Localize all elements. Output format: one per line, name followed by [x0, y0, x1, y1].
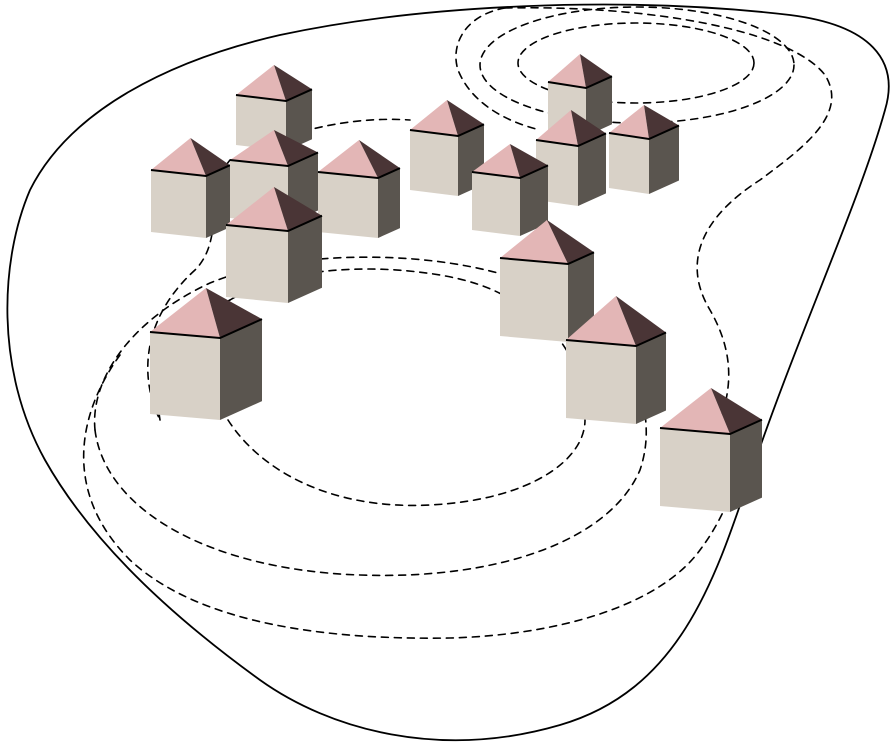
roof-side — [644, 105, 679, 139]
house-8 — [608, 105, 680, 194]
roof-front — [660, 388, 730, 434]
house-6 — [409, 100, 485, 196]
roof-eave — [535, 132, 607, 148]
roof-side — [190, 138, 230, 176]
roof-side — [359, 140, 400, 178]
wall-front — [660, 428, 730, 512]
houses-layer — [149, 54, 763, 512]
wall-front — [226, 225, 288, 303]
contour-upper-band-left — [455, 7, 541, 131]
wall-front — [318, 172, 378, 238]
wall-front — [472, 172, 520, 236]
house-14 — [659, 388, 763, 512]
wall-side — [568, 252, 594, 342]
wall-front — [410, 130, 458, 196]
roof-eave — [499, 251, 595, 266]
roof-front — [566, 296, 636, 346]
roof-front — [472, 144, 520, 178]
house-10 — [225, 187, 323, 303]
roof-side — [711, 388, 762, 434]
wall-front — [566, 340, 636, 424]
roof-eave — [235, 88, 313, 103]
house-13 — [565, 296, 667, 424]
wall-side — [220, 319, 262, 420]
contour-upper-band — [504, 6, 833, 421]
contour-basin-inner-top — [229, 268, 521, 306]
roof-front — [151, 138, 206, 176]
roof-side — [274, 65, 312, 101]
house-11 — [499, 220, 595, 342]
roof-eave — [149, 318, 263, 340]
wall-side — [586, 76, 612, 136]
wall-side — [378, 168, 400, 238]
wall-front — [150, 332, 220, 420]
contour-basin-middle-bottom — [94, 409, 648, 577]
roof-eave — [565, 331, 667, 348]
wall-side — [286, 89, 312, 151]
wall-front — [500, 258, 568, 342]
roof-front — [536, 110, 578, 146]
roof-front — [609, 105, 649, 139]
wall-side — [578, 133, 606, 206]
region-boundary — [6, 3, 890, 742]
roof-eave — [229, 151, 319, 168]
contour-peak-middle — [479, 6, 795, 124]
house-5 — [317, 140, 401, 238]
contour-peak-inner — [517, 22, 755, 104]
roof-side — [274, 187, 322, 231]
wall-side — [520, 165, 548, 236]
roof-eave — [225, 214, 323, 233]
wall-side — [636, 332, 666, 424]
roof-front — [226, 187, 288, 231]
roof-front — [318, 140, 378, 178]
wall-front — [609, 133, 649, 194]
roof-front — [548, 54, 586, 88]
roof-front — [500, 220, 568, 264]
house-9 — [471, 144, 549, 236]
contour-basin-middle — [93, 256, 506, 431]
house-3 — [150, 138, 231, 238]
wall-front — [151, 170, 206, 238]
wall-side — [206, 165, 230, 238]
roof-eave — [409, 123, 485, 138]
roof-front — [150, 288, 220, 338]
roof-side — [206, 288, 262, 338]
roof-eave — [659, 418, 763, 436]
roof-front — [230, 130, 288, 166]
house-12 — [149, 288, 263, 420]
roof-eave — [317, 167, 401, 180]
roof-side — [616, 296, 666, 346]
roof-eave — [150, 164, 231, 178]
roof-side — [547, 220, 594, 264]
roof-side — [447, 100, 484, 136]
wall-side — [288, 215, 322, 303]
wall-side — [649, 125, 679, 194]
roof-eave — [471, 164, 549, 180]
roof-eave — [547, 75, 613, 90]
roof-front — [236, 65, 286, 101]
roof-eave — [608, 124, 680, 141]
roof-front — [410, 100, 458, 136]
contour-basin-outer — [82, 354, 740, 639]
wall-side — [730, 419, 762, 512]
